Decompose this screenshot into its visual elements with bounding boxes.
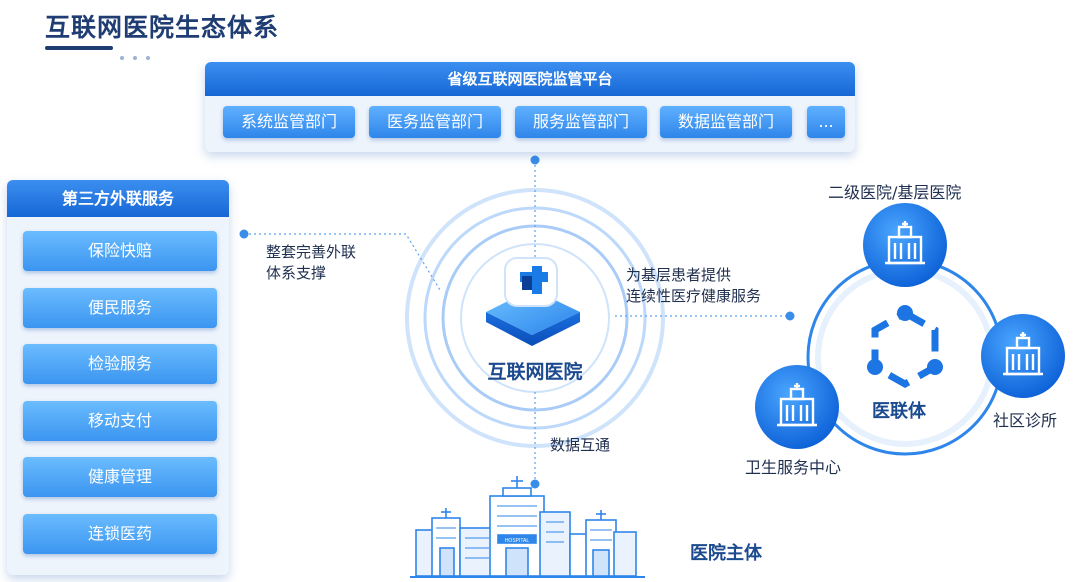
- center-label: 互联网医院: [487, 361, 583, 383]
- building-icon: [1003, 332, 1043, 376]
- building-icon: [885, 221, 925, 265]
- hospital-sign: HOSPITAL: [505, 538, 530, 544]
- dept-more: ...: [807, 106, 845, 138]
- service-convenience: 便民服务: [23, 288, 217, 328]
- hospital-buildings-illustration: HOSPITAL: [410, 476, 645, 578]
- dept-medical-supervision: 医务监管部门: [369, 106, 501, 138]
- node-health-center: [755, 365, 839, 449]
- title-underline: [45, 46, 113, 50]
- alliance-label: 医联体: [872, 401, 926, 422]
- alliance-ring: [806, 258, 1004, 456]
- service-chain-pharmacy: 连锁医药: [23, 514, 217, 554]
- service-laboratory: 检验服务: [23, 344, 217, 384]
- node-secondary-hospital: [863, 203, 947, 287]
- connector-left: [244, 233, 441, 291]
- node-community-clinic-label: 社区诊所: [993, 411, 1058, 430]
- bottom-edge-label: 数据互通: [550, 436, 611, 454]
- dept-service-supervision: 服务监管部门: [515, 106, 647, 138]
- internet-hospital-logo: [486, 257, 580, 346]
- title-dots: [120, 45, 160, 60]
- right-edge-label: 为基层患者提供 连续性医疗健康服务: [626, 265, 761, 307]
- node-secondary-hospital-label: 二级医院/基层医院: [828, 183, 962, 202]
- dept-system-supervision: 系统监管部门: [223, 106, 355, 138]
- page-title: 互联网医院生态体系: [45, 13, 280, 42]
- service-health-management: 健康管理: [23, 457, 217, 497]
- hospital-label: 医院主体: [690, 543, 762, 564]
- service-insurance-claims: 保险快赔: [23, 231, 217, 271]
- right-edge-label-line2: 连续性医疗健康服务: [626, 287, 762, 305]
- alliance-link-icon: [867, 305, 943, 389]
- right-edge-label-line1: 为基层患者提供: [626, 266, 732, 284]
- connector-lines: [244, 160, 790, 484]
- building-icon: [777, 383, 817, 427]
- connector-dots: [239, 155, 795, 489]
- third-party-services-panel: 第三方外联服务 保险快赔 便民服务 检验服务 移动支付 健康管理 连锁医药: [7, 180, 229, 575]
- node-health-center-label: 卫生服务中心: [745, 458, 842, 477]
- dept-data-supervision: 数据监管部门: [660, 106, 792, 138]
- left-edge-label-line2: 体系支撑: [266, 264, 327, 282]
- platform-title: 省级互联网医院监管平台: [205, 62, 855, 96]
- node-community-clinic: [981, 314, 1065, 398]
- service-mobile-payment: 移动支付: [23, 401, 217, 441]
- left-edge-label-line1: 整套完善外联: [266, 243, 357, 261]
- regulatory-platform-panel: 省级互联网医院监管平台 系统监管部门 医务监管部门 服务监管部门 数据监管部门 …: [205, 62, 855, 152]
- third-party-title: 第三方外联服务: [7, 180, 229, 217]
- left-edge-label: 整套完善外联 体系支撑: [266, 242, 356, 284]
